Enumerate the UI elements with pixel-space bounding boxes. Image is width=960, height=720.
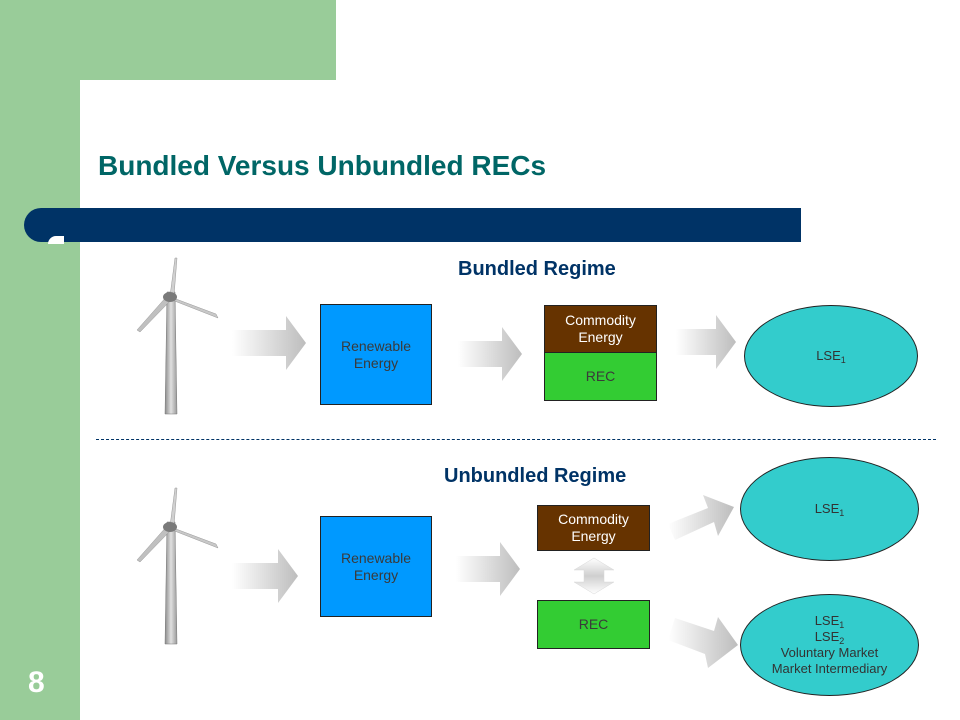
bundled-rec-box: REC [544,352,657,401]
flow-arrow-icon [676,315,736,369]
lse-1-label: LSE1 [814,613,845,630]
page-number: 8 [28,666,45,699]
bundled-regime-heading: Bundled Regime [458,258,616,280]
renewable-energy-label: Renewable Energy [340,549,412,583]
title-bar [24,208,801,242]
unbundled-lse-ellipse-top: LSE1 [740,457,919,561]
left-green-band [0,0,80,720]
market-intermediary-label: Market Intermediary [771,661,888,676]
commodity-energy-label: Commodity Energy [565,312,636,345]
flow-arrow-icon [232,316,306,370]
renewable-energy-label: Renewable Energy [340,337,412,371]
flow-arrow-icon [458,327,522,381]
flow-arrow-icon [668,495,734,540]
wind-turbine-icon [136,257,219,415]
flow-arrow-icon [668,617,738,668]
flow-arrow-icon [232,549,298,603]
bundled-commodity-energy-box: Commodity Energy [544,305,657,353]
bundled-renewable-energy-box: Renewable Energy [320,304,432,405]
slide-title: Bundled Versus Unbundled RECs [98,150,547,181]
flow-arrow-icon [456,542,520,596]
wind-turbine-icon [136,487,219,645]
unbundled-regime-heading: Unbundled Regime [444,465,627,487]
regime-divider [96,439,936,440]
top-green-band [80,0,336,80]
title-bar-notch [48,236,64,244]
lse-label: LSE1 [814,501,845,518]
rec-label: REC [578,616,609,632]
bundled-lse-ellipse: LSE1 [744,305,918,407]
commodity-energy-label: Commodity Energy [558,511,629,544]
rec-label: REC [585,368,616,384]
lse-2-label: LSE2 [814,629,845,646]
double-arrow-icon [573,557,615,595]
lse-label: LSE1 [816,348,846,365]
unbundled-rec-box: REC [537,600,650,649]
unbundled-renewable-energy-box: Renewable Energy [320,516,432,617]
voluntary-market-label: Voluntary Market [780,645,879,660]
unbundled-commodity-energy-box: Commodity Energy [537,505,650,551]
unbundled-lse-ellipse-bottom: LSE1 LSE2 Voluntary Market Market Interm… [740,594,919,696]
